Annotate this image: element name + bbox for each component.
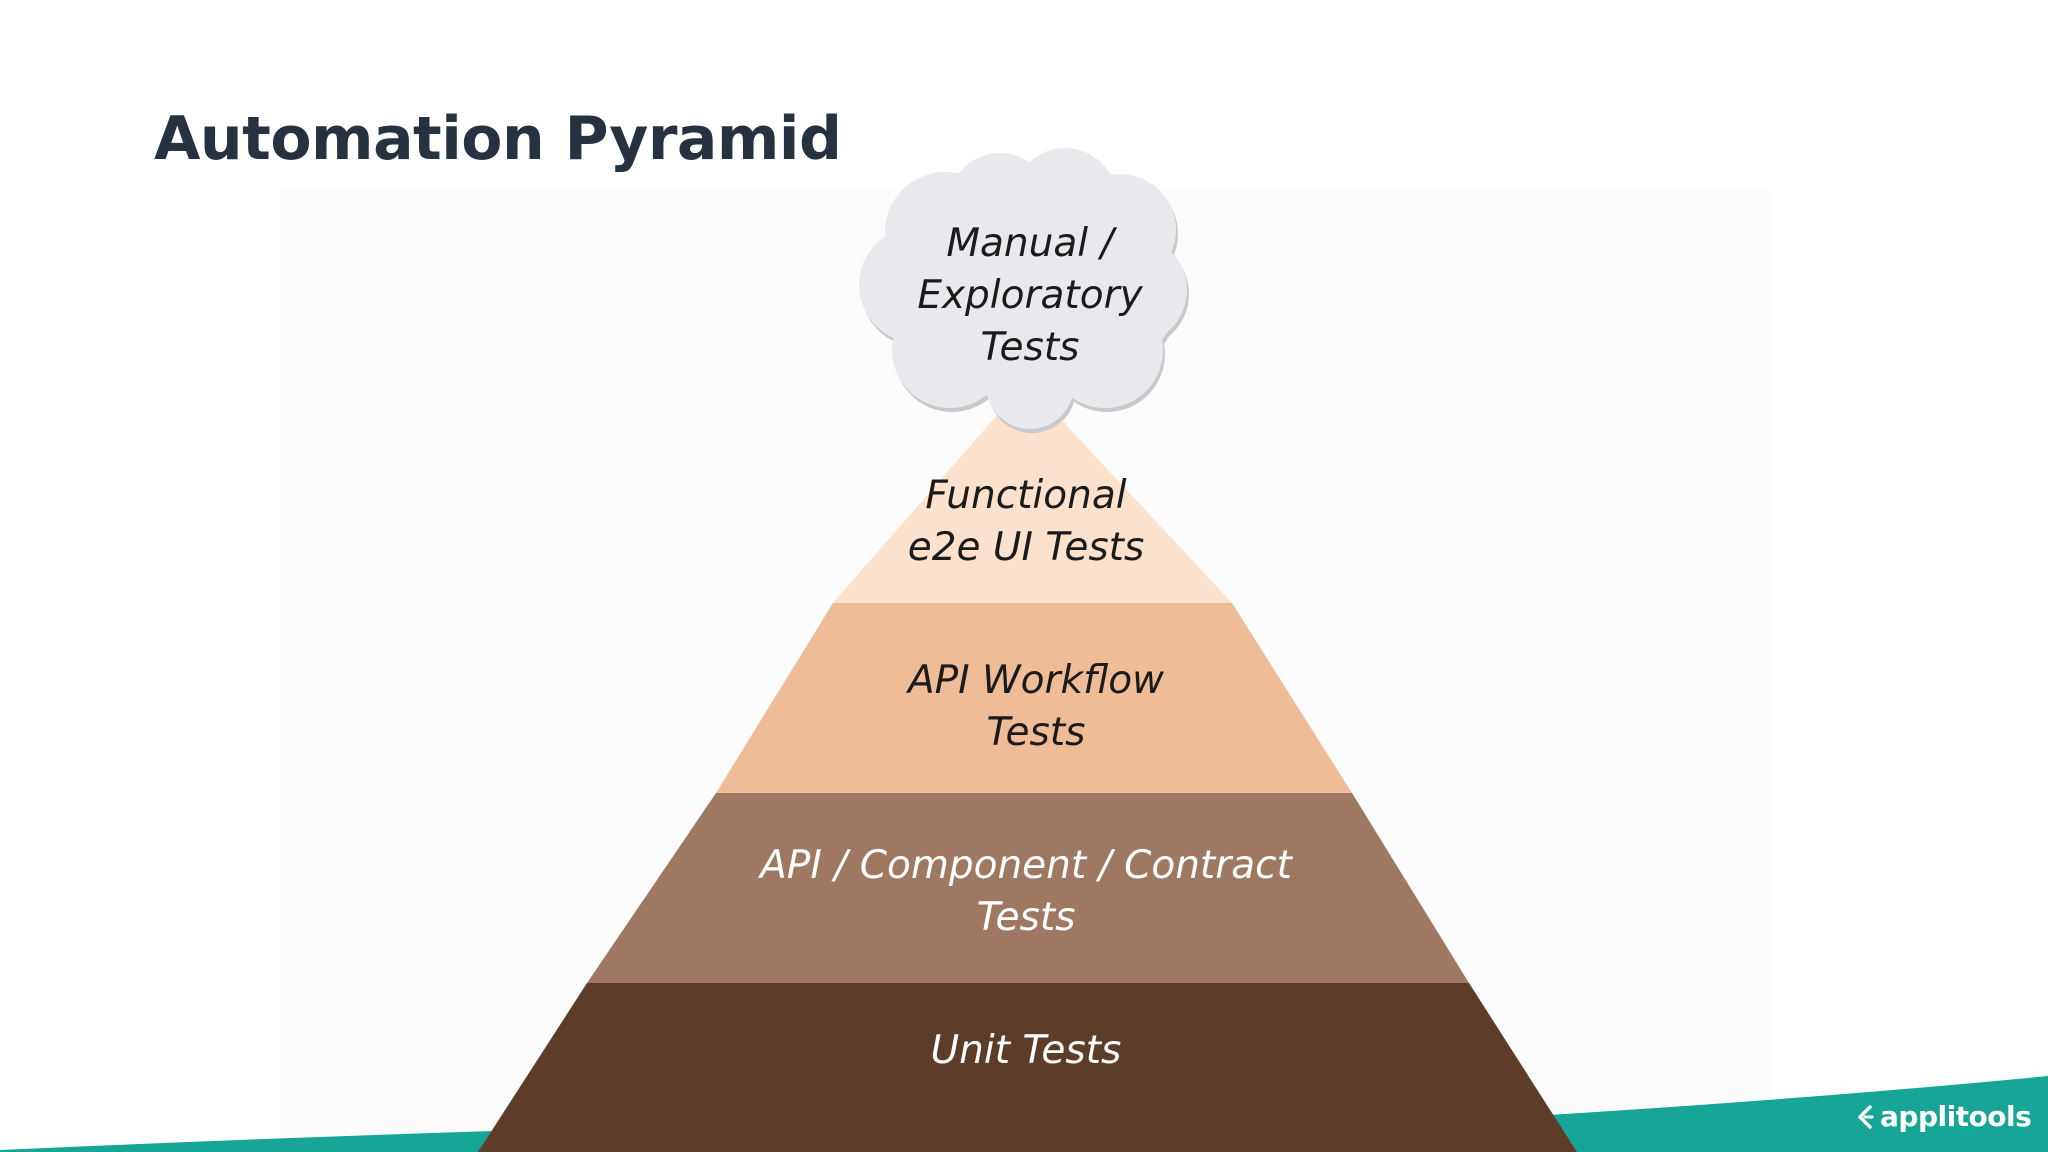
- pyramid-layer-unit: [478, 983, 1577, 1152]
- api-workflow-layer-label: API Workflow Tests: [908, 655, 1164, 759]
- api-workflow-label-line-2: Tests: [986, 710, 1086, 755]
- component-label-line-1: API / Component / Contract: [760, 843, 1292, 888]
- unit-layer-label: Unit Tests: [931, 1025, 1122, 1077]
- cloud-label-line-1: Manual /: [946, 221, 1114, 266]
- unit-label-line-1: Unit Tests: [930, 1028, 1122, 1073]
- pyramid-layer-functional: [833, 382, 1232, 603]
- functional-layer-label: Functional e2e UI Tests: [908, 470, 1145, 574]
- cloud-label-line-3: Tests: [980, 325, 1080, 370]
- component-layer-label: API / Component / Contract Tests: [760, 840, 1292, 944]
- cloud-label-line-2: Exploratory: [917, 273, 1143, 318]
- slide-title: Automation Pyramid: [154, 104, 842, 174]
- api-workflow-label-line-1: API Workflow: [907, 658, 1165, 703]
- component-label-line-2: Tests: [976, 895, 1076, 940]
- functional-label-line-1: Functional: [925, 473, 1127, 518]
- pyramid-layer-component: [587, 793, 1469, 983]
- exploratory-cloud: [859, 148, 1189, 433]
- functional-label-line-2: e2e UI Tests: [907, 525, 1145, 570]
- pyramid-layer-api-workflow: [716, 603, 1352, 793]
- cloud-label: Manual / Exploratory Tests: [917, 218, 1142, 374]
- brand-name: applitools: [1880, 1100, 2032, 1133]
- applitools-brand: applitools: [1856, 1100, 2032, 1133]
- applitools-logo-icon: [1858, 1104, 1874, 1129]
